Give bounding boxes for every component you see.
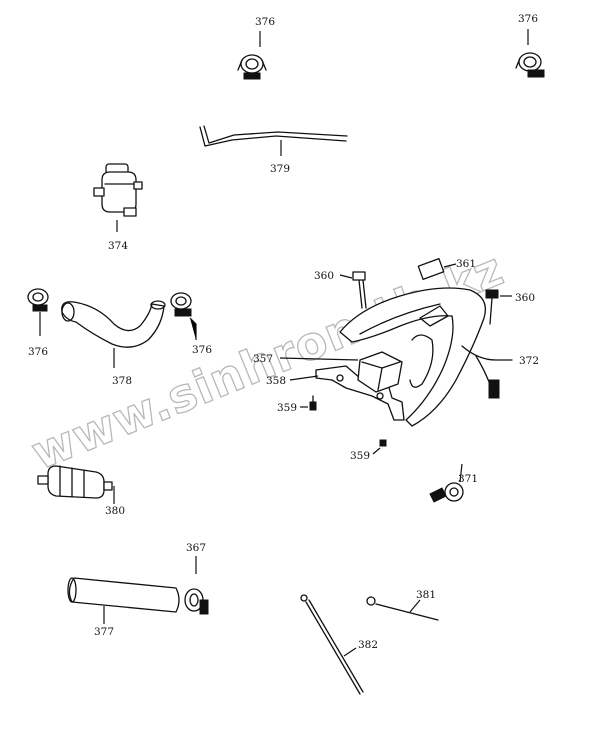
filter-380 — [37, 465, 115, 504]
callout-359-a: 359 — [277, 402, 297, 414]
callout-382: 382 — [358, 639, 378, 651]
cable-382 — [300, 594, 364, 695]
callout-378: 378 — [112, 375, 132, 387]
hose-clamp-376-top-right — [515, 29, 545, 78]
callout-371: 371 — [458, 473, 478, 485]
hose-377 — [67, 577, 180, 624]
callout-379: 379 — [270, 163, 290, 175]
hose-378 — [61, 300, 166, 368]
callout-358: 358 — [266, 375, 286, 387]
callout-360-a: 360 — [314, 270, 334, 282]
callout-376-b: 376 — [518, 13, 538, 25]
callout-372: 372 — [519, 355, 539, 367]
callout-359-b: 359 — [350, 450, 370, 462]
callout-361: 361 — [456, 258, 476, 270]
fender-assembly — [279, 258, 513, 455]
callout-360-b: 360 — [515, 292, 535, 304]
callout-377: 377 — [94, 626, 114, 638]
switch-371 — [429, 463, 464, 503]
hose-clamp-376-left — [27, 288, 49, 336]
cable-381 — [366, 596, 439, 621]
callout-367: 367 — [186, 542, 206, 554]
valve-374 — [93, 163, 143, 232]
callout-381: 381 — [416, 589, 436, 601]
tube-379 — [199, 125, 348, 156]
callout-376-c: 376 — [28, 346, 48, 358]
hose-clamp-367 — [184, 556, 209, 615]
callout-380: 380 — [105, 505, 125, 517]
hose-clamp-376-top-left — [237, 31, 267, 80]
callout-357: 357 — [253, 353, 273, 365]
callout-374: 374 — [108, 240, 128, 252]
callout-376-d: 376 — [192, 344, 212, 356]
callout-376-a: 376 — [255, 16, 275, 28]
hose-clamp-376-middle — [170, 292, 197, 340]
